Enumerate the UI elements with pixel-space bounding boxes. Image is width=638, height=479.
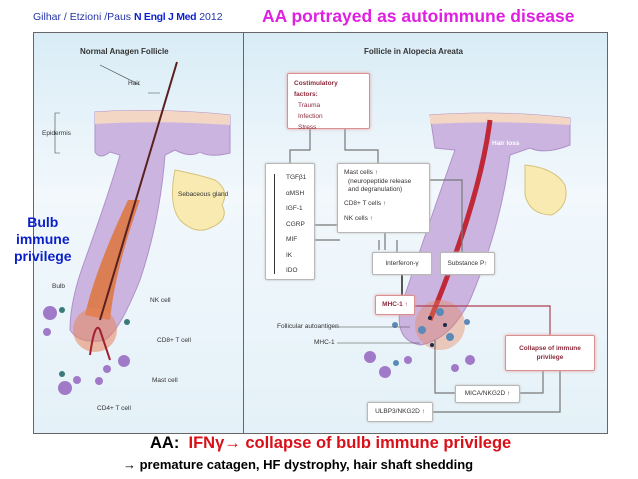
- label-mast-cell: Mast cell: [152, 377, 178, 384]
- cell-item: and degranulation): [348, 186, 403, 193]
- immunosuppressive-factors-box: TGFβ1 αMSH IGF-1 CGRP MIF IK IDO: [265, 163, 315, 280]
- costim-item: Trauma: [298, 102, 321, 109]
- left-panel-title: Normal Anagen Follicle: [80, 47, 169, 56]
- overlay-line: privilege: [14, 248, 72, 264]
- panel-divider: [243, 32, 244, 434]
- label-hair: Hair: [128, 80, 140, 87]
- costim-item: Stress: [298, 124, 317, 131]
- year: 2012: [199, 11, 223, 23]
- label-hair-loss: Hair loss: [492, 140, 520, 147]
- aa-follicle-drawing: [364, 112, 571, 378]
- pathway-arrows: [289, 129, 561, 413]
- factor-item: αMSH: [286, 189, 305, 197]
- label-cd4-t-cell: CD4+ T cell: [97, 405, 131, 412]
- label-cd8-t-cell: CD8+ T cell: [157, 337, 191, 344]
- label-sebaceous-gland: Sebaceous gland: [178, 191, 229, 198]
- ulbp3-nkg2d-box: ULBP3/NKG2D ↑: [367, 402, 433, 422]
- factor-item: IDO: [286, 267, 298, 274]
- factor-item: CGRP: [286, 220, 305, 228]
- ifn-statement: IFNγ→ collapse of bulb immune privilege: [188, 434, 512, 452]
- mica-nkg2d-box: MICA/NKG2D ↑: [455, 385, 520, 403]
- cell-item: (neuropeptide release: [348, 177, 412, 185]
- label-bulb: Bulb: [52, 283, 66, 290]
- cell-item: Mast cells ↑: [344, 169, 378, 176]
- label-follicular-autoantigen: Follicular autoantigen: [277, 323, 339, 330]
- factor-item: IGF-1: [286, 205, 303, 212]
- overlay-line: Bulb: [27, 214, 59, 230]
- factor-item: IK: [286, 251, 293, 259]
- conclusion-line-1: AA: IFNγ→ collapse of bulb immune privil…: [150, 434, 511, 453]
- costim-title: Costimulatory factors:: [294, 80, 338, 98]
- down-arrow-icon: [274, 174, 275, 274]
- factor-item: MIF: [286, 236, 298, 243]
- overlay-line: immune: [15, 231, 70, 247]
- label-mhc1: MHC-1: [314, 339, 335, 346]
- collapse-immune-privilege-box: Collapse of immune privilege: [505, 335, 595, 371]
- label-nk-cell: NK cell: [150, 297, 171, 304]
- normal-follicle-drawing: [43, 61, 231, 395]
- journal: N Engl J Med: [133, 11, 197, 23]
- citation: Gilhar / Etzioni /Paus N Engl J Med 2012: [33, 11, 223, 23]
- costim-item: Infection: [298, 113, 323, 120]
- conclusion-line-2: → premature catagen, HF dystrophy, hair …: [123, 457, 474, 472]
- cell-item: NK cells ↑: [344, 215, 373, 222]
- factor-item: TGFβ1: [286, 174, 307, 181]
- substance-p-box: Substance P↑: [440, 252, 495, 275]
- aa-label: AA:: [150, 434, 180, 452]
- immune-cells-box: Mast cells ↑ (neuropeptide release and d…: [337, 163, 430, 233]
- slide-title: AA portrayed as autoimmune disease: [262, 6, 575, 26]
- interferon-gamma-box: Interferon-γ: [372, 252, 432, 275]
- right-panel-title: Follicle in Alopecia Areata: [364, 47, 463, 56]
- authors: Gilhar / Etzioni /Paus: [33, 11, 132, 23]
- mhc1-box: MHC-1 ↑: [375, 295, 415, 315]
- cell-item: CD8+ T cells ↑: [344, 199, 387, 207]
- label-epidermis: Epidermis: [42, 130, 71, 137]
- costimulatory-factors-box: Costimulatory factors: Trauma Infection …: [287, 73, 370, 131]
